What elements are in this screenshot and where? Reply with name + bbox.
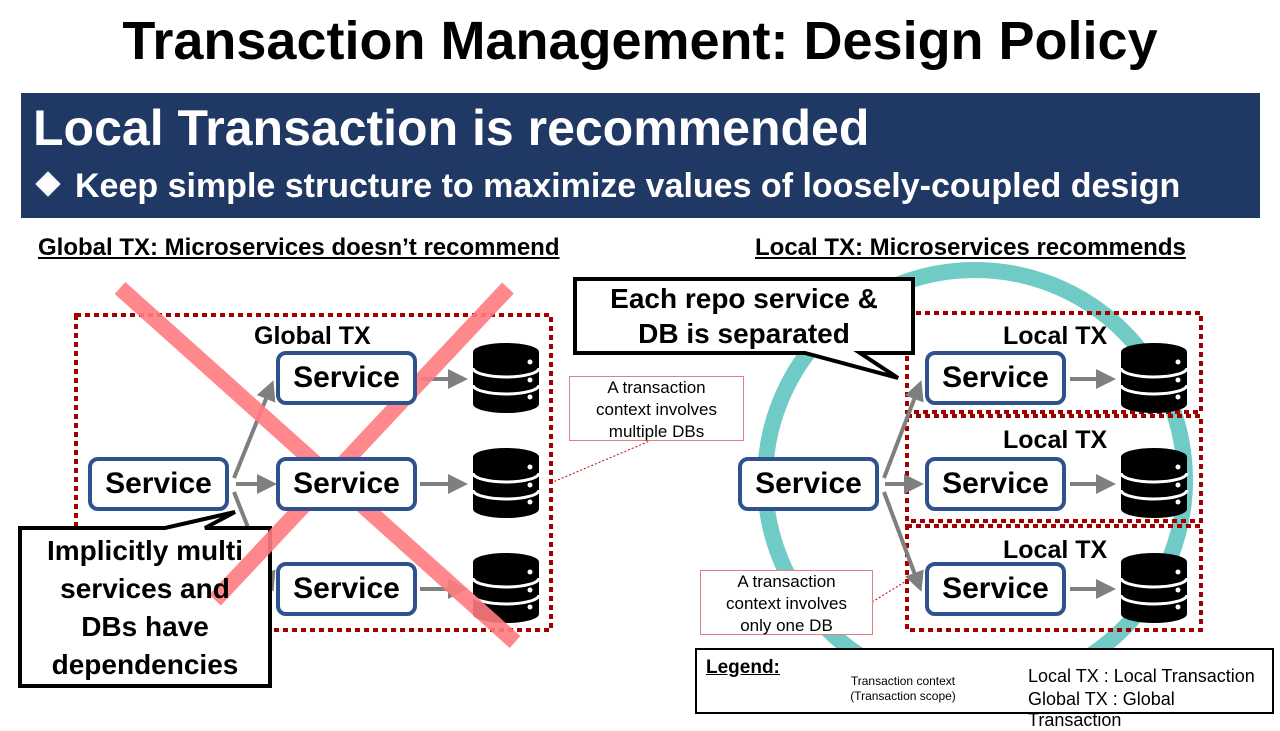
local-tx-label-1: Local TX (1003, 322, 1108, 350)
headline-banner: Local Transaction is recommended Keep si… (21, 93, 1260, 218)
right-callout-line-1: Each repo service & (610, 283, 878, 314)
right-arrows (882, 369, 1116, 599)
legend-def-global: Global TX : Global Transaction (1028, 689, 1175, 730)
right-note-line-3: only one DB (740, 616, 833, 635)
legend-def-local: Local TX : Local Transaction (1028, 666, 1255, 686)
local-tx-label-2: Local TX (1003, 426, 1108, 454)
legend-sample-label: Transaction context (Transaction scope) (795, 674, 1011, 704)
local-tx-label-3: Local TX (1003, 536, 1108, 564)
global-tx-heading: Global TX: Microservices doesn’t recomme… (38, 234, 560, 261)
left-note-connector (552, 439, 653, 483)
right-note-connector (871, 579, 909, 603)
right-db-3-icon (1119, 551, 1189, 625)
right-service-2: Service (925, 457, 1066, 511)
legend-sample-line-2: (Transaction scope) (850, 689, 956, 703)
left-callout-bubble (18, 510, 272, 688)
global-tx-label: Global TX (254, 322, 371, 350)
local-tx-box-1 (905, 311, 1203, 414)
banner-headline: Local Transaction is recommended (33, 100, 870, 156)
left-note: A transaction context involves multiple … (569, 376, 744, 441)
banner-bullet-text: Keep simple structure to maximize values… (75, 167, 1181, 205)
left-note-line-2: context involves (596, 400, 717, 419)
right-service-3: Service (925, 562, 1066, 616)
left-callout-line-2: services and (60, 573, 230, 604)
left-service-origin: Service (88, 457, 229, 511)
left-callout-text: Implicitly multi services and DBs have d… (22, 532, 268, 684)
left-note-line-1: A transaction (607, 378, 706, 397)
right-note-line-1: A transaction (737, 572, 836, 591)
right-callout-line-2: DB is separated (638, 318, 850, 349)
right-service-1: Service (925, 351, 1066, 405)
left-service-1: Service (276, 351, 417, 405)
banner-bullet: Keep simple structure to maximize values… (35, 167, 1180, 206)
right-service-origin: Service (738, 457, 879, 511)
left-note-line-3: multiple DBs (608, 422, 705, 441)
right-note-line-2: context involves (726, 594, 847, 613)
global-tx-box (74, 313, 553, 632)
right-db-1-icon (1119, 341, 1189, 415)
left-service-3: Service (276, 562, 417, 616)
page-title: Transaction Management: Design Policy (122, 11, 1158, 71)
left-callout-line-1: Implicitly multi (46, 535, 244, 566)
local-tx-heading: Local TX: Microservices recommends (755, 234, 1186, 261)
left-callout-line-4: dependencies (51, 649, 239, 680)
right-callout-text: Each repo service & DB is separated (577, 281, 911, 351)
legend-sample-line-1: Transaction context (850, 674, 956, 688)
local-tx-box-3 (905, 524, 1203, 632)
local-tx-box-2 (905, 414, 1203, 523)
right-callout-bubble (573, 277, 915, 380)
left-service-2: Service (276, 457, 417, 511)
left-db-2-icon (471, 446, 541, 520)
left-callout-line-3: DBs have (81, 611, 209, 642)
right-db-2-icon (1119, 446, 1189, 520)
legend-title: Legend: (706, 657, 780, 678)
right-note: A transaction context involves only one … (700, 570, 873, 635)
left-db-1-icon (471, 341, 541, 415)
legend: Legend: Transaction context (Transaction… (695, 648, 1274, 730)
